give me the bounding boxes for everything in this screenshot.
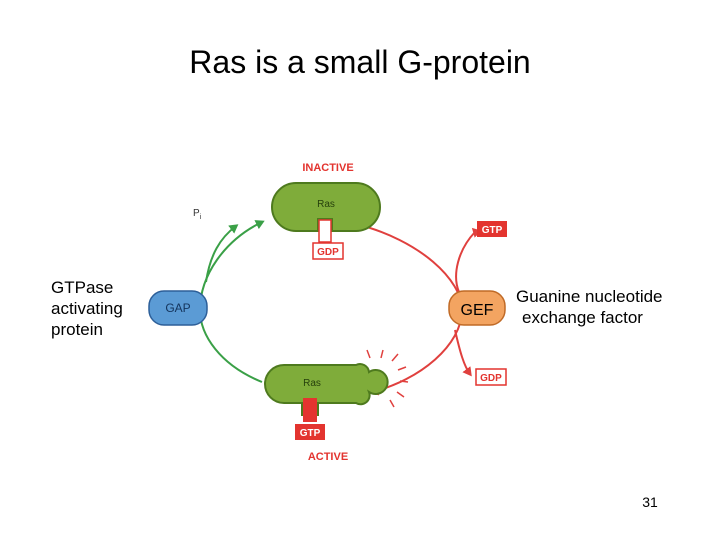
gtp-in-tag xyxy=(477,221,507,237)
gap-protein xyxy=(148,290,208,326)
pi-release-arrow xyxy=(205,224,239,283)
gef-description-line-1: Guanine nucleotide xyxy=(516,287,663,306)
inactive-ras-shape xyxy=(271,182,381,232)
gdp-bound-label: GDP xyxy=(317,247,339,258)
gap-description-line-2: activating xyxy=(51,299,123,318)
gef-description-line-2: exchange factor xyxy=(522,308,643,327)
active-ras-label: Ras xyxy=(303,378,321,389)
slide-title: Ras is a small G-protein xyxy=(189,44,531,80)
gef-protein-label: GEF xyxy=(461,302,494,319)
pi-label: Pi xyxy=(193,208,202,221)
gtp-in-arrow xyxy=(455,231,476,293)
gdp-out-tag xyxy=(475,368,507,386)
gap-description: GTPase activating protein xyxy=(51,277,123,340)
gef-protein xyxy=(448,290,506,326)
gap-hydrolysis-arc xyxy=(198,220,265,383)
gdp-out-label: GDP xyxy=(480,373,502,384)
gef-description: Guanine nucleotide exchange factor xyxy=(516,286,663,328)
inactive-ras-label: Ras xyxy=(317,199,335,210)
gtp-bound-tag xyxy=(295,424,325,440)
page-number: 31 xyxy=(642,494,658,510)
gef-exchange-arc xyxy=(355,223,464,396)
gap-description-line-1: GTPase xyxy=(51,278,114,297)
inactive-label: INACTIVE xyxy=(302,162,353,174)
gtp-bound-label: GTP xyxy=(300,428,321,439)
active-label: ACTIVE xyxy=(308,451,348,463)
gdp-out-arrow xyxy=(454,329,472,377)
active-ras-shape xyxy=(264,363,389,416)
gap-description-line-3: protein xyxy=(51,320,103,339)
gap-protein-label: GAP xyxy=(165,301,190,315)
gdp-slot xyxy=(318,219,332,243)
activation-rays xyxy=(366,349,409,408)
gtp-in-label: GTP xyxy=(482,225,503,236)
gtp-slot xyxy=(303,398,317,422)
gdp-bound-tag xyxy=(312,242,344,260)
